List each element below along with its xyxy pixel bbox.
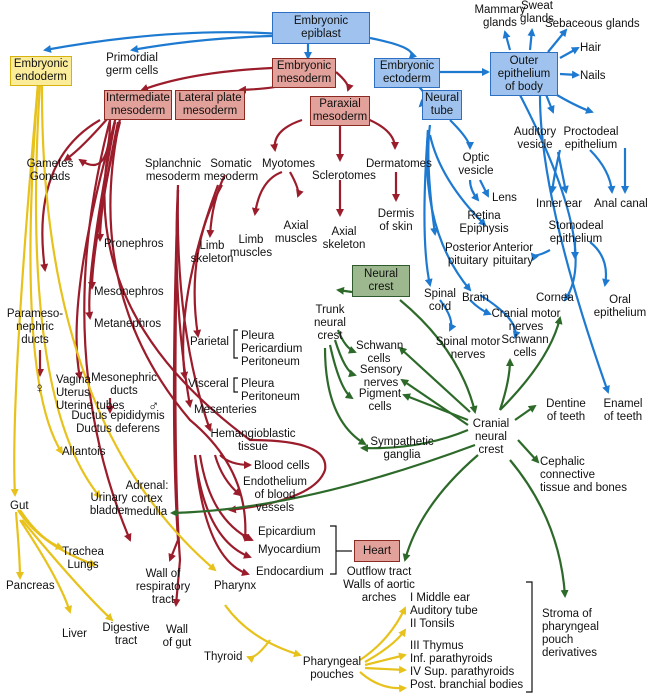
trachea-lungs-label: Trachea Lungs — [62, 546, 104, 571]
embryonic-endoderm-box: Embryonic endoderm — [10, 56, 72, 86]
inner-ear-label: Inner ear — [536, 198, 583, 210]
male-symbol: ♂ — [148, 398, 160, 415]
cornea-label: Cornea — [536, 292, 574, 304]
epicardium-label: Epicardium — [258, 526, 316, 538]
trunk-neural-crest-label: Trunk neural crest — [314, 304, 346, 342]
retina-epiphysis-label: Retina Epiphysis — [459, 210, 509, 235]
myocardium-label: Myocardium — [258, 544, 321, 556]
dentine-of-teeth-label: Dentine of teeth — [546, 398, 586, 423]
heart-box: Heart — [354, 540, 400, 562]
lens-label: Lens — [492, 192, 517, 204]
dermatomes-label: Dermatomes — [366, 158, 432, 170]
ductus-label: Ductus epididymis Ductus deferens — [71, 410, 165, 435]
myotomes-label: Myotomes — [262, 158, 316, 170]
mesoderm-arrows — [36, 66, 400, 607]
schwann-cells-left-label: Schwann cells — [356, 340, 404, 365]
limb-muscles-label: Limb muscles — [229, 234, 273, 259]
pouch-list-lower-label: III Thymus Inf. parathyroids IV Sup. par… — [410, 640, 524, 691]
allantois-label: Allantois — [62, 446, 106, 458]
female-symbol: ♀ — [34, 380, 46, 397]
neural-tube-box: Neural tube — [422, 90, 462, 120]
primordial-germ-cells-label: Primordial germ cells — [105, 52, 159, 77]
dermis-of-skin-label: Dermis of skin — [377, 208, 415, 233]
pancreas-label: Pancreas — [6, 580, 55, 592]
mesenteries-label: Mesenteries — [194, 404, 257, 416]
sebaceous-glands-label: Sebaceous glands — [545, 18, 640, 30]
splanchnic-mesoderm-label: Splanchnic mesoderm — [144, 158, 202, 183]
sclerotomes-label: Sclerotomes — [312, 170, 376, 182]
enamel-of-teeth-label: Enamel of teeth — [603, 398, 643, 423]
endoderm-arrows — [10, 83, 407, 693]
blood-cells-label: Blood cells — [254, 460, 310, 472]
proctodeal-epithelium-label: Proctodeal epithelium — [563, 126, 619, 151]
intermediate-mesoderm-box: Intermediate mesoderm — [104, 90, 172, 120]
metanephros-label: Metanephros — [94, 318, 162, 330]
urinary-bladder-label: Urinary bladder — [89, 492, 129, 517]
limb-skeleton-label: Limb skeleton — [190, 240, 234, 265]
pouch-list-upper-label: I Middle ear Auditory tube II Tonsils — [410, 592, 478, 630]
embryonic-mesoderm-box: Embryonic mesoderm — [272, 58, 336, 88]
pharyngeal-pouches-label: Pharyngeal pouches — [302, 656, 362, 681]
neural-crest-box: Neural crest — [352, 265, 410, 297]
parietal-label: Parietal — [190, 336, 229, 348]
sympathetic-ganglia-label: Sympathetic ganglia — [370, 436, 434, 461]
digestive-tract-label: Digestive tract — [102, 622, 150, 647]
brain-label: Brain — [462, 292, 489, 304]
anterior-pituitary-label: Anterior pituitary — [492, 242, 534, 267]
optic-vesicle-label: Optic vesicle — [458, 152, 494, 177]
outer-epithelium-box: Outer epithelium of body — [490, 52, 558, 96]
pharynx-label: Pharynx — [214, 580, 257, 592]
mesonephros-label: Mesonephros — [94, 286, 164, 298]
posterior-pituitary-label: Posterior pituitary — [444, 242, 492, 267]
cranial-motor-nerves-label: Cranial motor nerves — [491, 308, 561, 333]
thyroid-label: Thyroid — [204, 651, 243, 663]
parietal-list-label: Pleura Pericardium Peritoneum — [241, 330, 303, 368]
adrenal-label: Adrenal: cortex medulla — [125, 480, 169, 518]
outflow-tract-label: Outflow tract Walls of aortic arches — [343, 566, 415, 604]
visceral-list-label: Pleura Peritoneum — [241, 378, 300, 403]
hair-label: Hair — [580, 42, 602, 54]
neural-crest-arrows — [170, 286, 569, 598]
cephalic-connective-label: Cephalic connective tissue and bones — [540, 456, 627, 494]
cranial-neural-crest-label: Cranial neural crest — [472, 418, 510, 456]
axial-muscles-label: Axial muscles — [274, 220, 318, 245]
brackets — [233, 329, 533, 693]
auditory-vesicle-label: Auditory vesicle — [513, 126, 557, 151]
axial-skeleton-label: Axial skeleton — [322, 226, 366, 251]
endothelium-label: Endothelium of blood vessels — [243, 476, 307, 514]
gametes-gonads-label: Gametes Gonads — [26, 158, 74, 183]
nails-label: Nails — [580, 70, 606, 82]
visceral-label: Visceral — [188, 378, 229, 390]
lateral-plate-mesoderm-box: Lateral plate mesoderm — [175, 90, 245, 120]
hemangioblastic-tissue-label: Hemangioblastic tissue — [210, 428, 296, 453]
liver-label: Liver — [62, 628, 87, 640]
sweat-glands-label: Sweat glands — [520, 0, 554, 25]
paramesonephric-ducts-label: Parameso- nephric ducts — [6, 308, 64, 346]
stroma-label: Stroma of pharyngeal pouch derivatives — [542, 608, 599, 659]
pronephros-label: Pronephros — [104, 238, 164, 250]
stomodeal-epithelium-label: Stomodeal epithelium — [548, 220, 604, 245]
oral-epithelium-label: Oral epithelium — [593, 294, 647, 319]
somatic-mesoderm-label: Somatic mesoderm — [203, 158, 259, 183]
spinal-cord-label: Spinal cord — [424, 288, 456, 313]
vagina-uterus-label: Vagina Uterus Uterine tubes — [56, 374, 125, 412]
schwann-cells-right-label: Schwann cells — [501, 334, 549, 359]
embryonic-epiblast-box: Embryonic epiblast — [272, 12, 370, 44]
pigment-cells-label: Pigment cells — [358, 388, 402, 413]
gut-label: Gut — [10, 500, 29, 512]
mammary-glands-label: Mammary glands — [474, 4, 526, 29]
paraxial-mesoderm-box: Paraxial mesoderm — [310, 96, 370, 126]
endocardium-label: Endocardium — [256, 566, 324, 578]
wall-of-gut-label: Wall of gut — [162, 624, 192, 649]
sensory-nerves-label: Sensory nerves — [359, 364, 403, 389]
anal-canal-label: Anal canal — [594, 198, 648, 210]
embryonic-ectoderm-box: Embryonic ectoderm — [374, 58, 440, 88]
mesonephric-ducts-label: Mesonephric ducts — [91, 372, 157, 397]
wall-respiratory-label: Wall of respiratory tract — [135, 568, 191, 606]
spinal-motor-nerves-label: Spinal motor nerves — [435, 336, 501, 361]
